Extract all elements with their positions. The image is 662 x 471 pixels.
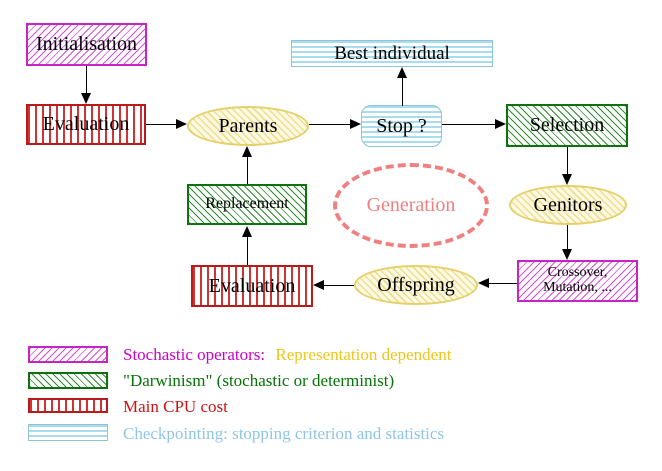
node-replacement: Replacement [187, 184, 307, 225]
node-initialisation-label: Initialisation [35, 33, 138, 55]
legend-label-main-cpu-cost: Main CPU cost [123, 397, 228, 416]
node-offspring: Offspring [354, 265, 478, 305]
node-evaluation-top: Evaluation [26, 104, 146, 145]
node-selection: Selection [506, 104, 628, 147]
node-genitors: Genitors [509, 185, 627, 225]
legend-label-darwinism: "Darwinism" (stochastic or determinist) [123, 371, 395, 390]
legend-swatch-checkpointing [28, 424, 108, 441]
node-evaluation-top-label: Evaluation [42, 113, 130, 135]
legend-swatch-main-cpu-cost [28, 398, 108, 413]
node-parents: Parents [187, 106, 309, 146]
node-crossover-label-line1: Crossover, [547, 265, 608, 281]
node-evaluation-bottom-label: Evaluation [208, 274, 296, 297]
node-stop: Stop ? [361, 105, 442, 147]
generation-label: Generation [366, 194, 456, 216]
generation-loop-ellipse: Generation [333, 163, 489, 248]
node-best-individual-label: Best individual [334, 42, 450, 64]
node-best-individual: Best individual [291, 40, 493, 67]
node-initialisation: Initialisation [26, 23, 147, 66]
node-parents-label: Parents [218, 114, 278, 137]
node-crossover-label-line2: Mutation, ... [543, 280, 612, 295]
legend-label-stochastic-operators-main: Stochastic operators: [123, 345, 266, 364]
legend-swatch-darwinism [28, 372, 108, 389]
node-stop-label: Stop ? [376, 114, 427, 137]
legend-swatch-stochastic-operators [28, 346, 108, 363]
node-genitors-label: Genitors [533, 193, 603, 216]
legend-label-checkpointing: Checkpointing: stopping criterion and st… [123, 424, 445, 443]
legend-label-representation-dependent: Representation dependent [275, 345, 452, 364]
node-evaluation-bottom: Evaluation [191, 265, 313, 307]
legend-label-stochastic-operators: Stochastic operators: Representation dep… [123, 345, 451, 365]
node-selection-label: Selection [529, 114, 605, 136]
node-crossover-mutation: Crossover, Mutation, ... [517, 260, 638, 302]
node-offspring-label: Offspring [377, 273, 455, 296]
node-replacement-label: Replacement [205, 195, 289, 213]
